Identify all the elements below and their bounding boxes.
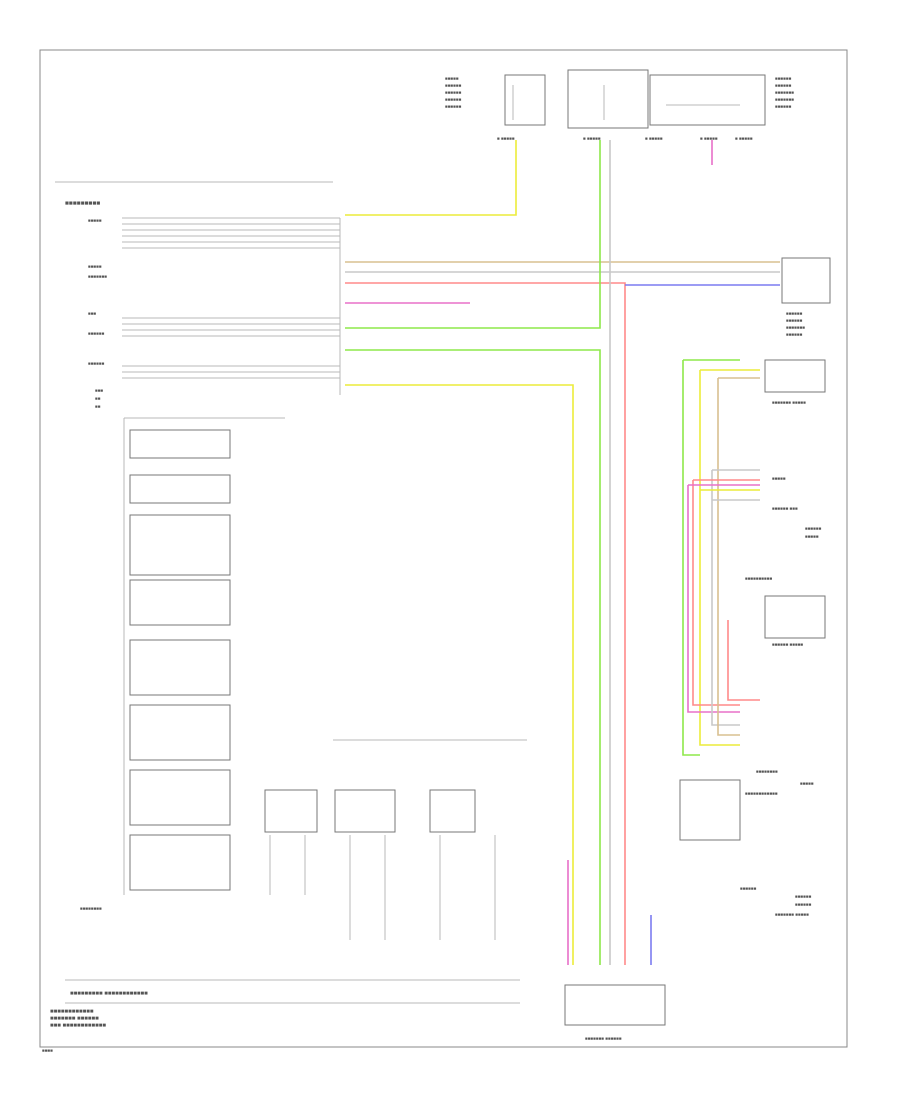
svg-text:■■■■■: ■■■■■ [88, 218, 102, 223]
svg-text:■■■■■■■■■■■■: ■■■■■■■■■■■■ [745, 791, 778, 796]
fluid-temperature-sensor [429, 789, 476, 833]
body-control-module [649, 74, 766, 126]
svg-text:■■■■■■: ■■■■■■ [775, 104, 792, 109]
svg-text:■■■■■■: ■■■■■■ [88, 361, 105, 366]
svg-text:■■■■■■: ■■■■■■ [786, 318, 803, 323]
svg-text:■■■■■■ ■■■■■: ■■■■■■ ■■■■■ [772, 642, 803, 647]
svg-text:■■■■■■■■■■: ■■■■■■■■■■ [745, 576, 772, 581]
svg-text:■■■■■■: ■■■■■■ [740, 886, 757, 891]
solenoid-ladder: ■■■■■■■■ [80, 417, 285, 911]
top-components: ■■■■■ ■■■■■■ ■■■■■■ ■■■■■■ ■■■■■■ ■■■■■■… [445, 69, 794, 141]
reverse-light-relay [679, 779, 741, 841]
svg-text:■■■■■■: ■■■■■■ [445, 90, 462, 95]
svg-text:■■■■■■■■■ ■■■■■■■■■■■■: ■■■■■■■■■ ■■■■■■■■■■■■ [70, 991, 148, 997]
svg-text:■■■■■■: ■■■■■■ [445, 83, 462, 88]
diagram-frame [39, 49, 848, 1048]
pressure-control-solenoid-5 [129, 834, 231, 891]
svg-text:■■: ■■ [95, 396, 101, 401]
svg-text:■■■■■■■■: ■■■■■■■■ [80, 906, 102, 911]
svg-text:■ ■■■■■: ■ ■■■■■ [583, 136, 601, 141]
output-speed-sensor [334, 789, 396, 833]
fuse-junction-box [567, 69, 649, 129]
svg-text:■■■■■: ■■■■■ [445, 76, 459, 81]
pressure-control-solenoid-2 [129, 639, 231, 696]
instrument-cluster [781, 257, 831, 304]
svg-text:■■■■■: ■■■■■ [88, 264, 102, 269]
svg-text:■■■■■■: ■■■■■■ [786, 332, 803, 337]
svg-text:■■■■■■: ■■■■■■ [775, 83, 792, 88]
svg-text:■■■■■■: ■■■■■■ [795, 894, 812, 899]
svg-text:■■■■■: ■■■■■ [800, 781, 814, 786]
pressure-control-solenoid-3 [129, 704, 231, 761]
svg-text:■■■■■■: ■■■■■■ [795, 902, 812, 907]
svg-text:■ ■■■■■: ■ ■■■■■ [700, 136, 718, 141]
clutch-solenoid-1 [129, 579, 231, 626]
svg-text:■■■■■■■■: ■■■■■■■■ [756, 769, 778, 774]
sensors [264, 789, 496, 940]
transmission-control-module [564, 984, 666, 1026]
pressure-control-solenoid-4 [129, 769, 231, 826]
svg-text:■■■■■■■■■■■■: ■■■■■■■■■■■■ [50, 1009, 94, 1015]
svg-text:■ ■■■■■: ■ ■■■■■ [497, 136, 515, 141]
svg-text:■■■■■■: ■■■■■■ [775, 76, 792, 81]
svg-text:■■■■■■: ■■■■■■ [786, 311, 803, 316]
svg-text:■■■■■■■ ■■■■■: ■■■■■■■ ■■■■■ [772, 400, 806, 405]
fuse-box-left [504, 74, 546, 126]
left-wire-stubs: ■■■■■ ■■■■■ ■■■■■■■ ■■■ ■■■■■■ ■■■■■■ ■■… [88, 217, 341, 409]
svg-text:■■■■■: ■■■■■ [805, 534, 819, 539]
svg-text:■■■■■■■: ■■■■■■■ [88, 274, 107, 279]
svg-text:■■■■■■■ ■■■■■■: ■■■■■■■ ■■■■■■ [50, 1016, 99, 1022]
svg-text:■■■: ■■■ [95, 388, 103, 393]
svg-text:■ ■■■■■: ■ ■■■■■ [645, 136, 663, 141]
svg-text:■■■■: ■■■■ [42, 1048, 53, 1053]
input-speed-sensor [264, 789, 318, 833]
svg-text:■■■■■■: ■■■■■■ [445, 97, 462, 102]
svg-text:■■■: ■■■ [88, 311, 96, 316]
svg-text:■■■■■■■ ■■■■■: ■■■■■■■ ■■■■■ [775, 912, 809, 917]
svg-text:■■■■■■ ■■■: ■■■■■■ ■■■ [772, 506, 798, 511]
pressure-control-solenoid-1 [129, 514, 231, 576]
svg-text:■■■■■■: ■■■■■■ [445, 104, 462, 109]
svg-text:■■■■■■■ ■■■■■■: ■■■■■■■ ■■■■■■ [585, 1036, 622, 1041]
svg-text:■■■■■■■: ■■■■■■■ [786, 325, 805, 330]
shift-solenoid-a [129, 429, 231, 459]
svg-text:■ ■■■■■: ■ ■■■■■ [735, 136, 753, 141]
svg-text:■■■■■■■: ■■■■■■■ [775, 97, 794, 102]
svg-text:■■■■■■: ■■■■■■ [88, 331, 105, 336]
svg-text:■■■ ■■■■■■■■■■■■: ■■■ ■■■■■■■■■■■■ [50, 1023, 106, 1029]
right-components: ■■■■■■ ■■■■■■ ■■■■■■■ ■■■■■■ ■■■■■■■ ■■■… [679, 257, 831, 917]
shift-solenoid-b [129, 474, 231, 504]
shift-lock-switch [764, 359, 826, 393]
svg-text:■■: ■■ [95, 404, 101, 409]
colored-wires [345, 140, 780, 965]
svg-text:■■■■■: ■■■■■ [772, 476, 786, 481]
svg-text:■■■■■■■■■: ■■■■■■■■■ [65, 200, 100, 207]
svg-text:■■■■■■: ■■■■■■ [805, 526, 822, 531]
svg-text:■■■■■■■: ■■■■■■■ [775, 90, 794, 95]
transmission-range-switch [764, 595, 826, 639]
